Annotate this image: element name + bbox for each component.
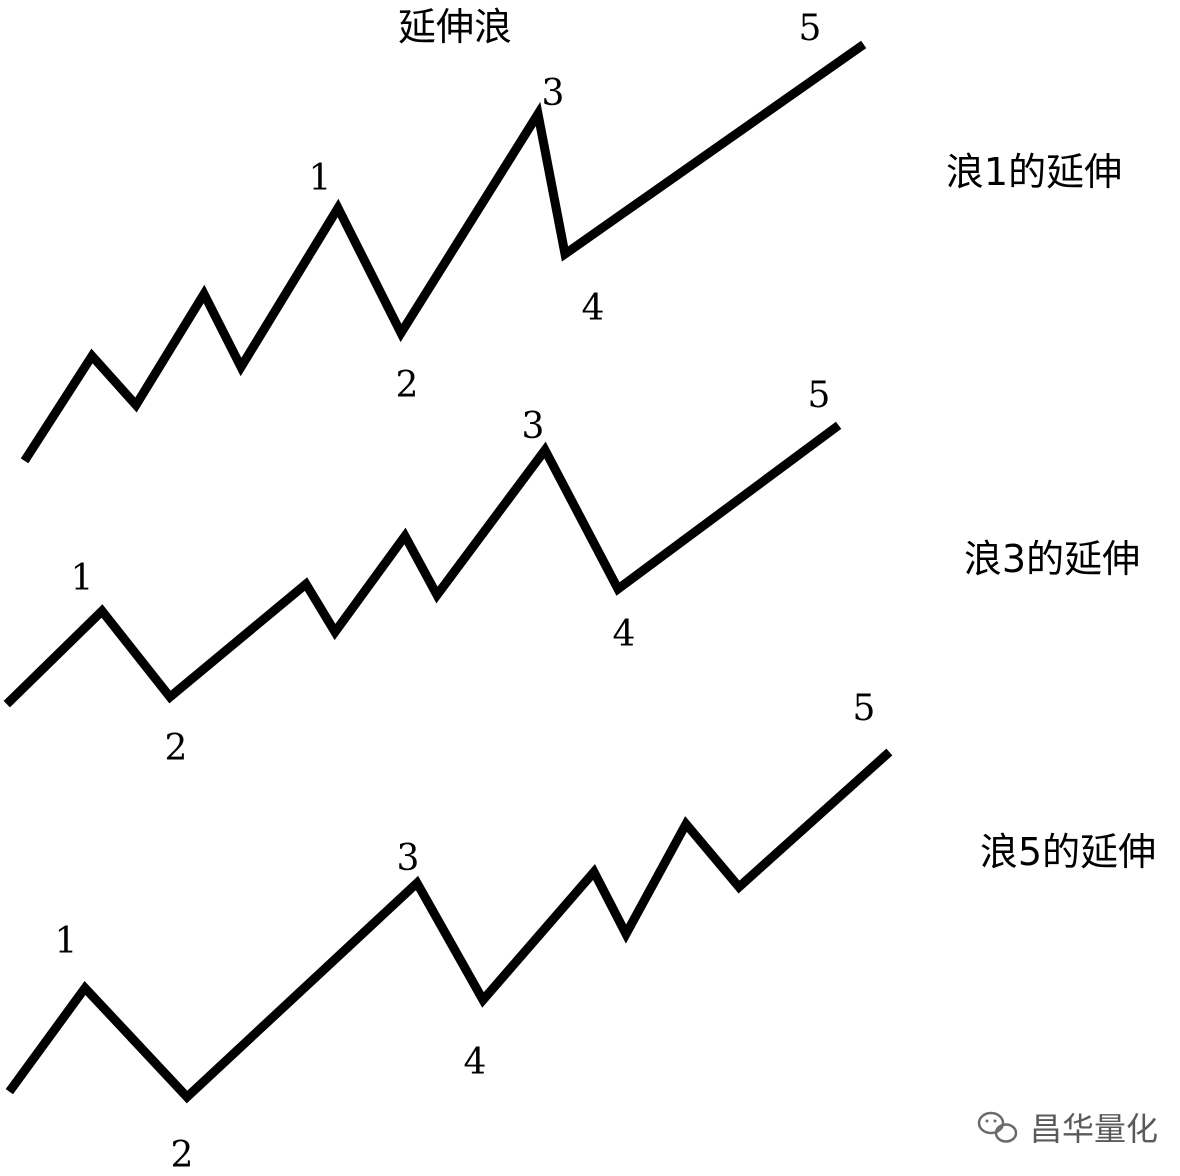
wave-label-5: 5: [808, 375, 831, 416]
wave-label-2: 2: [171, 1135, 194, 1176]
panel-caption: 浪3的延伸: [964, 537, 1140, 581]
wave-label-2: 2: [396, 365, 419, 406]
panel-wave1-extension: 1 2 3 4 5 浪1的延伸: [20, 8, 1122, 464]
wave-label-3: 3: [522, 406, 545, 447]
wave-label-2: 2: [165, 728, 188, 769]
diagram-title: 延伸浪: [398, 5, 512, 49]
wave-label-4: 4: [464, 1042, 487, 1083]
wechat-icon: [977, 1111, 1018, 1143]
panel-caption: 浪1的延伸: [946, 150, 1122, 194]
wave-label-3: 3: [397, 838, 420, 879]
wave-path: [5, 748, 893, 1104]
wave-label-1: 1: [309, 158, 332, 199]
wave-label-5: 5: [853, 688, 876, 729]
panel-wave5-extension: 1 2 3 4 5 浪5的延伸: [5, 688, 1156, 1176]
wave-label-1: 1: [55, 921, 78, 962]
wave-path: [20, 40, 867, 464]
watermark: 昌华量化: [977, 1110, 1158, 1148]
panel-wave3-extension: 1 2 3 4 5 浪3的延伸: [3, 375, 1140, 769]
wave-path: [3, 421, 842, 708]
wave-label-4: 4: [582, 288, 605, 329]
wave-label-4: 4: [613, 614, 636, 655]
wave-label-5: 5: [799, 8, 822, 49]
wave-label-1: 1: [71, 558, 94, 599]
wave-label-3: 3: [542, 73, 565, 114]
watermark-text: 昌华量化: [1030, 1110, 1158, 1148]
panel-caption: 浪5的延伸: [980, 830, 1156, 874]
